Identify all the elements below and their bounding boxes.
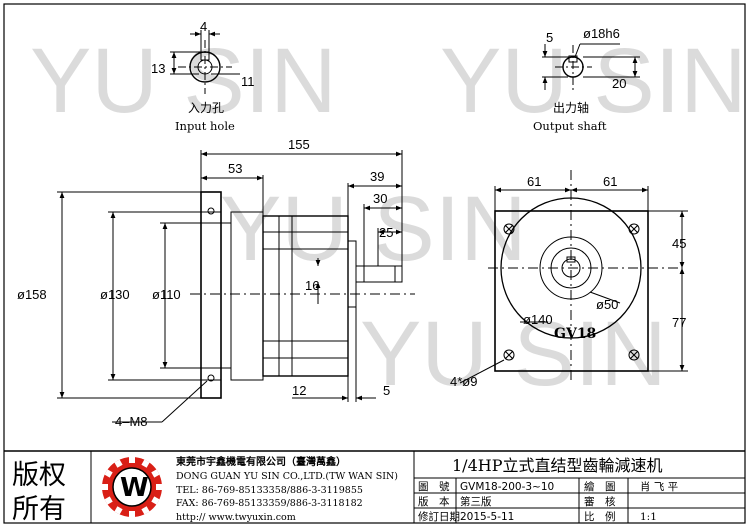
company-web: http:// www.twyuxin.com: [176, 512, 296, 523]
logo-gear-tooth: [114, 506, 123, 515]
dim-top-offset: 45: [672, 236, 686, 251]
logo-gear-tooth: [129, 457, 135, 463]
stamp-line1: 版权: [12, 460, 66, 491]
watermark-group: YU SIN YU SIN YU SIN YU SIN: [30, 30, 747, 405]
row-value: GVM18-200-3~10: [460, 481, 554, 493]
dim-flange-to-body: 53: [228, 161, 242, 176]
dim-pcd: ø140: [523, 312, 553, 327]
row-key: 圖 號: [418, 480, 450, 493]
dim-bottom-offset: 77: [672, 315, 686, 330]
logo-gear-tooth: [156, 484, 162, 490]
logo-gear-tooth: [114, 459, 123, 468]
row-key: 審 核: [584, 495, 616, 508]
dim-output-key: 5: [546, 30, 553, 45]
row-key: 修訂日期: [418, 510, 460, 523]
drawing-frame: [3, 3, 746, 524]
row-key: 繪 圖: [584, 480, 616, 493]
dim-flange-thickness: 12: [292, 383, 306, 398]
dim-mount-holes: 4–M8: [115, 414, 148, 429]
row-value: 2015-5-11: [460, 511, 514, 523]
dim-half-width-left: 61: [527, 174, 541, 189]
drawing-title: 1/4HP立式直结型齒輪減速机: [452, 456, 662, 475]
dim-input-bore: 11: [241, 74, 255, 89]
output-shaft-detail: [542, 43, 640, 90]
company-fax: FAX: 86-769-85133359/886-3-3118182: [176, 498, 363, 509]
watermark-text: YU SIN: [440, 30, 747, 132]
model-mark: GV18: [554, 326, 596, 342]
logo-gear-tooth: [104, 469, 113, 478]
output-shaft-label-cn: 出力轴: [553, 100, 589, 115]
watermark-text: YU SIN: [30, 30, 337, 132]
watermark-text: YU SIN: [360, 303, 667, 405]
input-hole-detail: [170, 30, 240, 94]
dim-shaft-offset: 16: [305, 278, 319, 293]
front-view: [459, 170, 688, 384]
input-hole-label-cn: 入力孔: [188, 101, 224, 115]
company-name-cn: 東莞市宇鑫機電有限公司（臺灣萬鑫）: [176, 455, 346, 468]
dim-shaft-length: 30: [373, 191, 387, 206]
logo-gear-tooth: [102, 484, 108, 490]
svg-text:W: W: [120, 473, 149, 503]
company-name-en: DONG GUAN YU SIN CO.,LTD.(TW WAN SIN): [176, 471, 398, 482]
dim-shaft-extension: 25: [379, 225, 393, 240]
dim-half-width-right: 61: [603, 174, 617, 189]
dim-pilot-dia: ø130: [100, 287, 130, 302]
input-hole-label-en: Input hole: [175, 119, 235, 133]
logo-gear-tooth: [104, 496, 113, 505]
dim-input-height: 13: [151, 61, 165, 76]
logo-gear-tooth: [141, 459, 150, 468]
row-value: 肖 飞 平: [640, 480, 678, 493]
watermark-text: YU SIN: [220, 178, 527, 280]
title-block-lines: [4, 450, 745, 523]
company-tel: TEL: 86-769-85133358/886-3-3119855: [176, 485, 363, 496]
dim-spigot-dia: ø110: [152, 287, 181, 302]
company-logo: W: [102, 457, 162, 517]
output-shaft-label-en: Output shaft: [533, 119, 607, 133]
stamp-line2: 所有: [12, 494, 66, 525]
dim-holes: 4*ø9: [450, 374, 477, 389]
logo-gear-tooth: [129, 511, 135, 517]
logo-gear-tooth: [141, 506, 150, 515]
dim-total-length: 155: [288, 137, 310, 152]
dim-shaft-section: 39: [370, 169, 384, 184]
dim-output-diameter: ø18h6: [583, 26, 620, 41]
row-key: 版 本: [418, 495, 450, 508]
logo-gear-tooth: [151, 469, 160, 478]
title-block-rows: 圖 號 GVM18-200-3~10 繪 圖 肖 飞 平 版 本 第三版 審 核…: [418, 480, 678, 523]
row-value: 第三版: [460, 495, 492, 508]
dim-shaft-step: 5: [383, 383, 390, 398]
logo-gear-tooth: [151, 496, 160, 505]
row-key: 比 例: [584, 510, 616, 523]
dim-input-keyway: 4: [200, 19, 207, 34]
dim-boss-dia: ø50: [596, 297, 618, 312]
row-value: 1:1: [640, 511, 657, 523]
dim-flange-dia: ø158: [17, 287, 47, 302]
dim-output-height: 20: [612, 76, 626, 91]
side-view: [57, 150, 415, 423]
